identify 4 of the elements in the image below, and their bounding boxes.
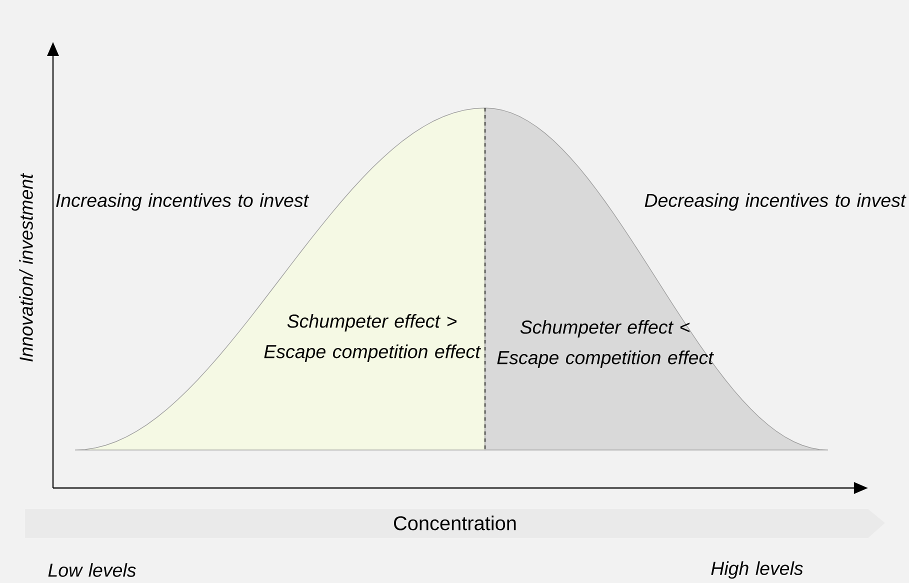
axis-end-label: High levels bbox=[711, 561, 803, 579]
axis-label: Innovation/ investment bbox=[19, 173, 33, 362]
concentration-band: Concentration bbox=[25, 508, 885, 538]
axis-end-label: Low levels bbox=[48, 563, 136, 577]
